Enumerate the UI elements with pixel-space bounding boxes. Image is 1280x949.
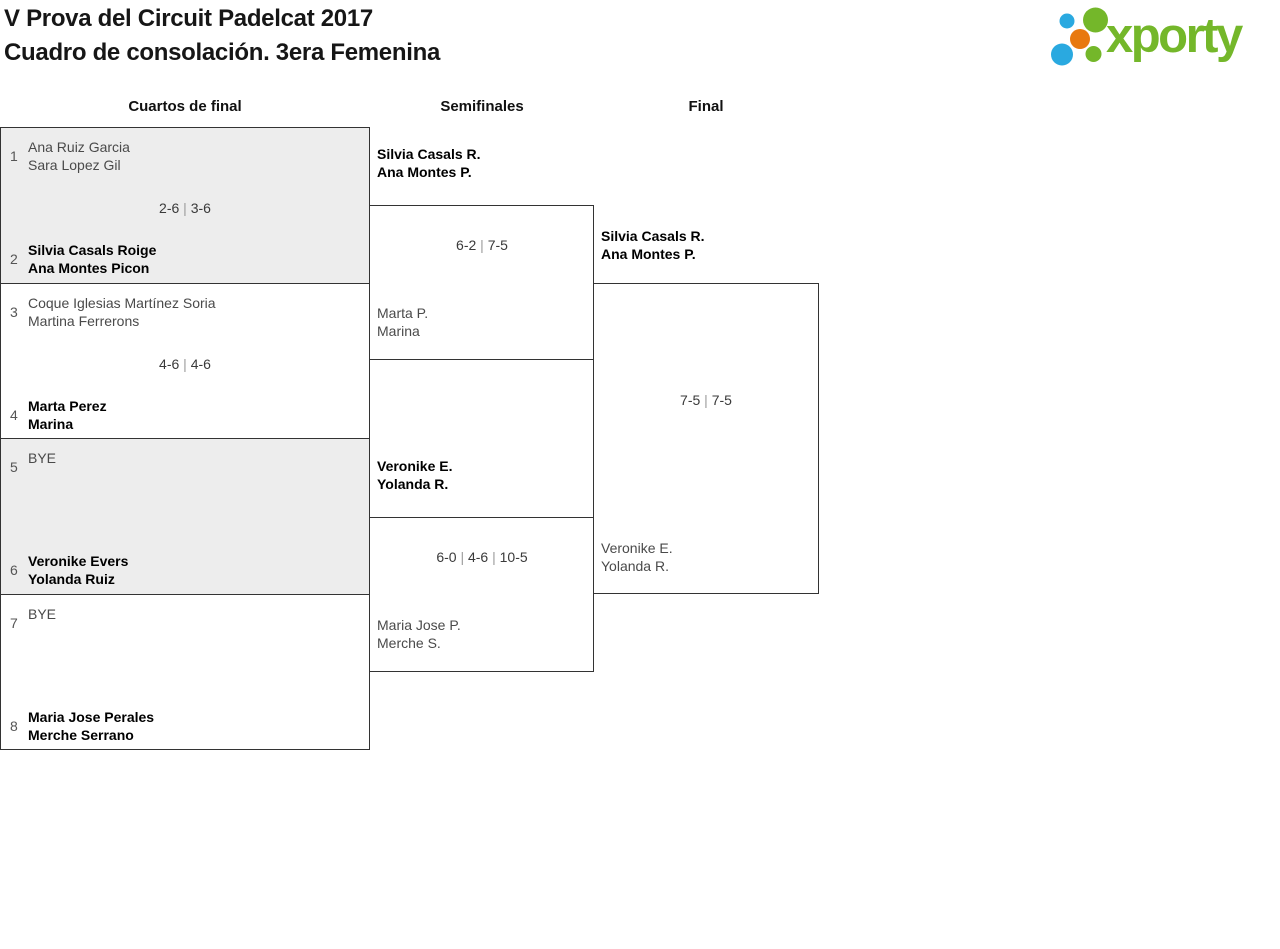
team-player-2: Merche S.: [377, 635, 441, 651]
match-score: 4-6 | 4-6: [159, 356, 211, 372]
team-names: BYE: [28, 605, 56, 623]
team-names: Marta P. Marina: [377, 304, 428, 340]
match-score: 6-0 | 4-6 | 10-5: [436, 549, 528, 565]
team-player-1: Veronike E.: [377, 458, 453, 474]
team-names: Silvia Casals R. Ana Montes P.: [601, 227, 705, 263]
seed-number: 3: [10, 304, 18, 320]
final-match: [593, 283, 819, 594]
qf-match-3: 5 BYE 6 Veronike Evers Yolanda Ruiz: [0, 438, 370, 594]
team-player-1: Maria Jose P.: [377, 617, 461, 633]
team-player-2: Merche Serrano: [28, 727, 134, 743]
team-player-2: Martina Ferrerons: [28, 313, 140, 329]
round-header-final: Final: [688, 98, 724, 115]
xporty-dots-icon: [1051, 7, 1108, 66]
team-player-1: BYE: [28, 606, 57, 622]
qf-match-1: 1 Ana Ruiz Garcia Sara Lopez Gil 2-6 | 3…: [0, 127, 370, 283]
team-names: BYE: [28, 449, 56, 467]
team-player-1: Silvia Casals R.: [377, 146, 481, 162]
team-names: Silvia Casals Roige Ana Montes Picon: [28, 241, 156, 277]
logo-text: xporty: [1106, 9, 1243, 63]
team-player-2: Yolanda Ruiz: [28, 571, 115, 587]
seed-number: 8: [10, 718, 18, 734]
team-player-2: Ana Montes P.: [601, 246, 696, 262]
team-player-1: Coque Iglesias Martínez Soria: [28, 295, 216, 311]
xporty-logo[interactable]: xporty: [1048, 5, 1278, 71]
seed-number: 6: [10, 562, 18, 578]
team-names: Coque Iglesias Martínez Soria Martina Fe…: [28, 294, 216, 330]
seed-number: 4: [10, 407, 18, 423]
seed-number: 7: [10, 615, 18, 631]
seed-number: 1: [10, 148, 18, 164]
match-score: 7-5 | 7-5: [680, 392, 732, 408]
page-title: V Prova del Circuit Padelcat 2017 Cuadro…: [4, 2, 440, 70]
seed-number: 5: [10, 459, 18, 475]
team-names: Maria Jose Perales Merche Serrano: [28, 708, 154, 744]
team-player-1: Maria Jose Perales: [28, 709, 155, 725]
title-line-2: Cuadro de consolación. 3era Femenina: [4, 39, 440, 66]
sf-match-1: [370, 205, 594, 360]
team-player-2: Sara Lopez Gil: [28, 157, 121, 173]
match-score: 2-6 | 3-6: [159, 200, 211, 216]
team-player-2: Yolanda R.: [377, 476, 449, 492]
round-header-semifinales: Semifinales: [440, 98, 524, 115]
team-player-2: Marina: [28, 416, 74, 432]
seed-number: 2: [10, 251, 18, 267]
title-line-1: V Prova del Circuit Padelcat 2017: [4, 5, 373, 32]
team-names: Silvia Casals R. Ana Montes P.: [377, 145, 481, 181]
team-names: Veronike Evers Yolanda Ruiz: [28, 552, 128, 588]
team-player-1: Marta Perez: [28, 398, 107, 414]
team-player-2: Marina: [377, 323, 420, 339]
round-header-cuartos: Cuartos de final: [128, 98, 242, 115]
qf-match-2: 3 Coque Iglesias Martínez Soria Martina …: [0, 283, 370, 438]
team-names: Veronike E. Yolanda R.: [377, 457, 452, 493]
qf-match-4: 7 BYE 8 Maria Jose Perales Merche Serran…: [0, 594, 370, 750]
team-player-1: Silvia Casals Roige: [28, 242, 157, 258]
team-player-1: Veronike E.: [601, 540, 673, 556]
team-player-2: Ana Montes Picon: [28, 260, 150, 276]
team-player-1: BYE: [28, 450, 57, 466]
team-player-1: Silvia Casals R.: [601, 228, 705, 244]
team-player-2: Yolanda R.: [601, 558, 669, 574]
team-player-1: Ana Ruiz Garcia: [28, 139, 130, 155]
team-names: Maria Jose P. Merche S.: [377, 616, 461, 652]
team-names: Marta Perez Marina: [28, 397, 107, 433]
team-player-2: Ana Montes P.: [377, 164, 472, 180]
match-score: 6-2 | 7-5: [456, 237, 508, 253]
team-player-1: Marta P.: [377, 305, 429, 321]
team-names: Ana Ruiz Garcia Sara Lopez Gil: [28, 138, 130, 174]
team-player-1: Veronike Evers: [28, 553, 129, 569]
team-names: Veronike E. Yolanda R.: [601, 539, 673, 575]
sf-match-2: [370, 517, 594, 672]
